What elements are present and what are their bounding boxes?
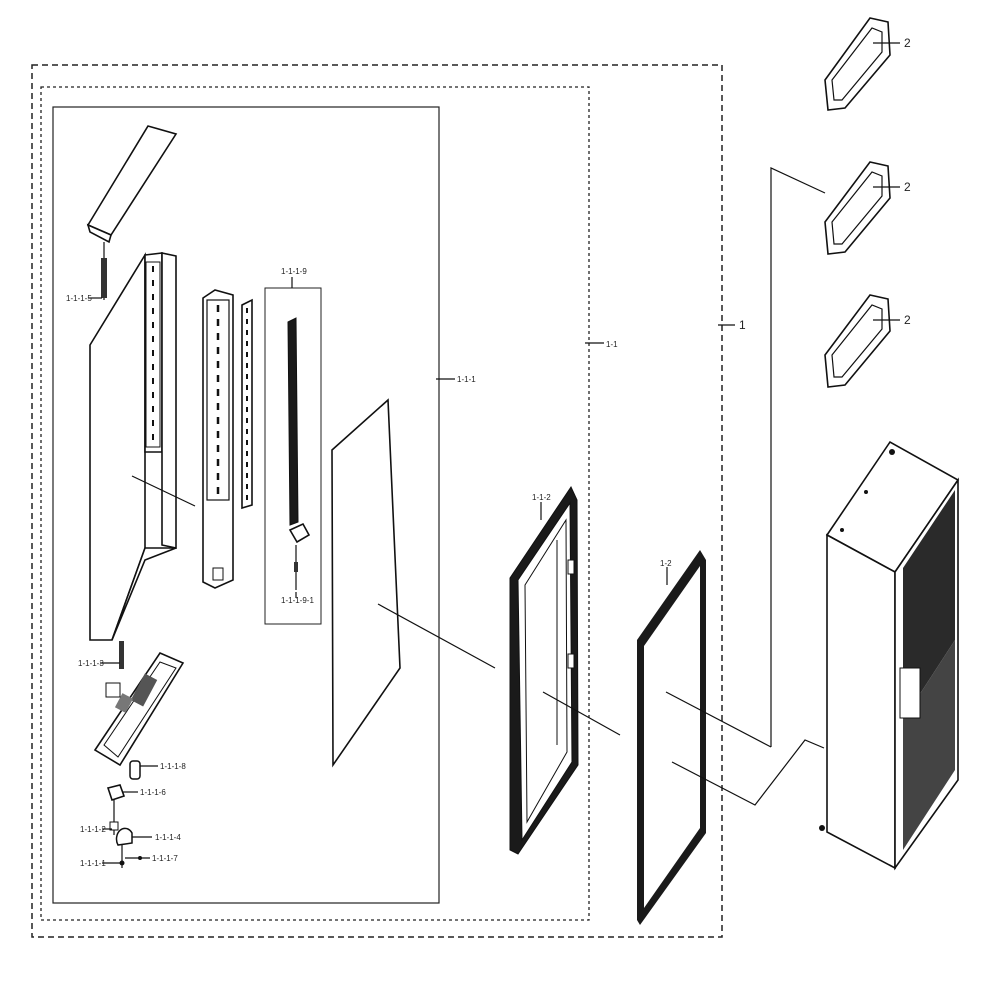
label-2-bottom: 2 (904, 313, 911, 327)
label-1-1-1-3: 1-1-1-3 (78, 659, 104, 668)
door-basket-bottom (824, 294, 891, 388)
part-1-1-1-4 (115, 827, 133, 846)
door-handle-strip (241, 298, 253, 510)
label-1-1-1-1: 1-1-1-1 (80, 859, 106, 868)
door-frame-1-1-2 (509, 485, 579, 855)
part-1-1-1-1 (119, 860, 125, 866)
part-1-1-1-6 (106, 784, 126, 802)
screw-1-1-1-5 (101, 258, 107, 298)
label-1-1-2: 1-1-2 (532, 493, 551, 502)
label-1-1-1-2: 1-1-1-2 (80, 825, 106, 834)
label-2-top: 2 (904, 36, 911, 50)
door-basket-top (824, 17, 891, 111)
part-1-1-1-9-1-clip (288, 522, 311, 590)
part-1-1-1-9-rail (287, 317, 299, 526)
assembly-1-1-1-boundary (52, 106, 440, 904)
door-basket-middle (824, 161, 891, 255)
door-glass-panel (331, 398, 401, 768)
label-1-1-1-5: 1-1-1-5 (66, 294, 92, 303)
assembly-1-1-1-9-boundary (264, 287, 322, 625)
door-gasket-1-2 (637, 550, 706, 925)
part-1-1-1-8 (129, 760, 141, 780)
label-1-1-1-6: 1-1-1-6 (140, 788, 166, 797)
label-2-middle: 2 (904, 180, 911, 194)
label-1-2: 1-2 (660, 559, 672, 568)
label-1-1-1-9-1: 1-1-1-9-1 (281, 596, 314, 605)
label-1-1-1: 1-1-1 (457, 375, 476, 384)
screw-1-1-1-3 (119, 641, 124, 669)
part-1-1-1-2 (109, 821, 119, 831)
label-1: 1 (739, 318, 746, 332)
refrigerator-cabinet (819, 440, 960, 871)
door-bottom-cap (93, 652, 185, 767)
door-top-cover (86, 125, 178, 244)
label-1-1-1-9: 1-1-1-9 (281, 267, 307, 276)
bracket-1-1-1-5b (105, 682, 121, 698)
label-1-1-1-4: 1-1-1-4 (155, 833, 181, 842)
label-1-1-1-7: 1-1-1-7 (152, 854, 178, 863)
door-handle-frame (202, 289, 234, 589)
label-1-1-1-8: 1-1-1-8 (160, 762, 186, 771)
assembly-1-boundary (31, 64, 723, 938)
label-1-1: 1-1 (606, 340, 618, 349)
door-liner-panel (89, 252, 177, 641)
